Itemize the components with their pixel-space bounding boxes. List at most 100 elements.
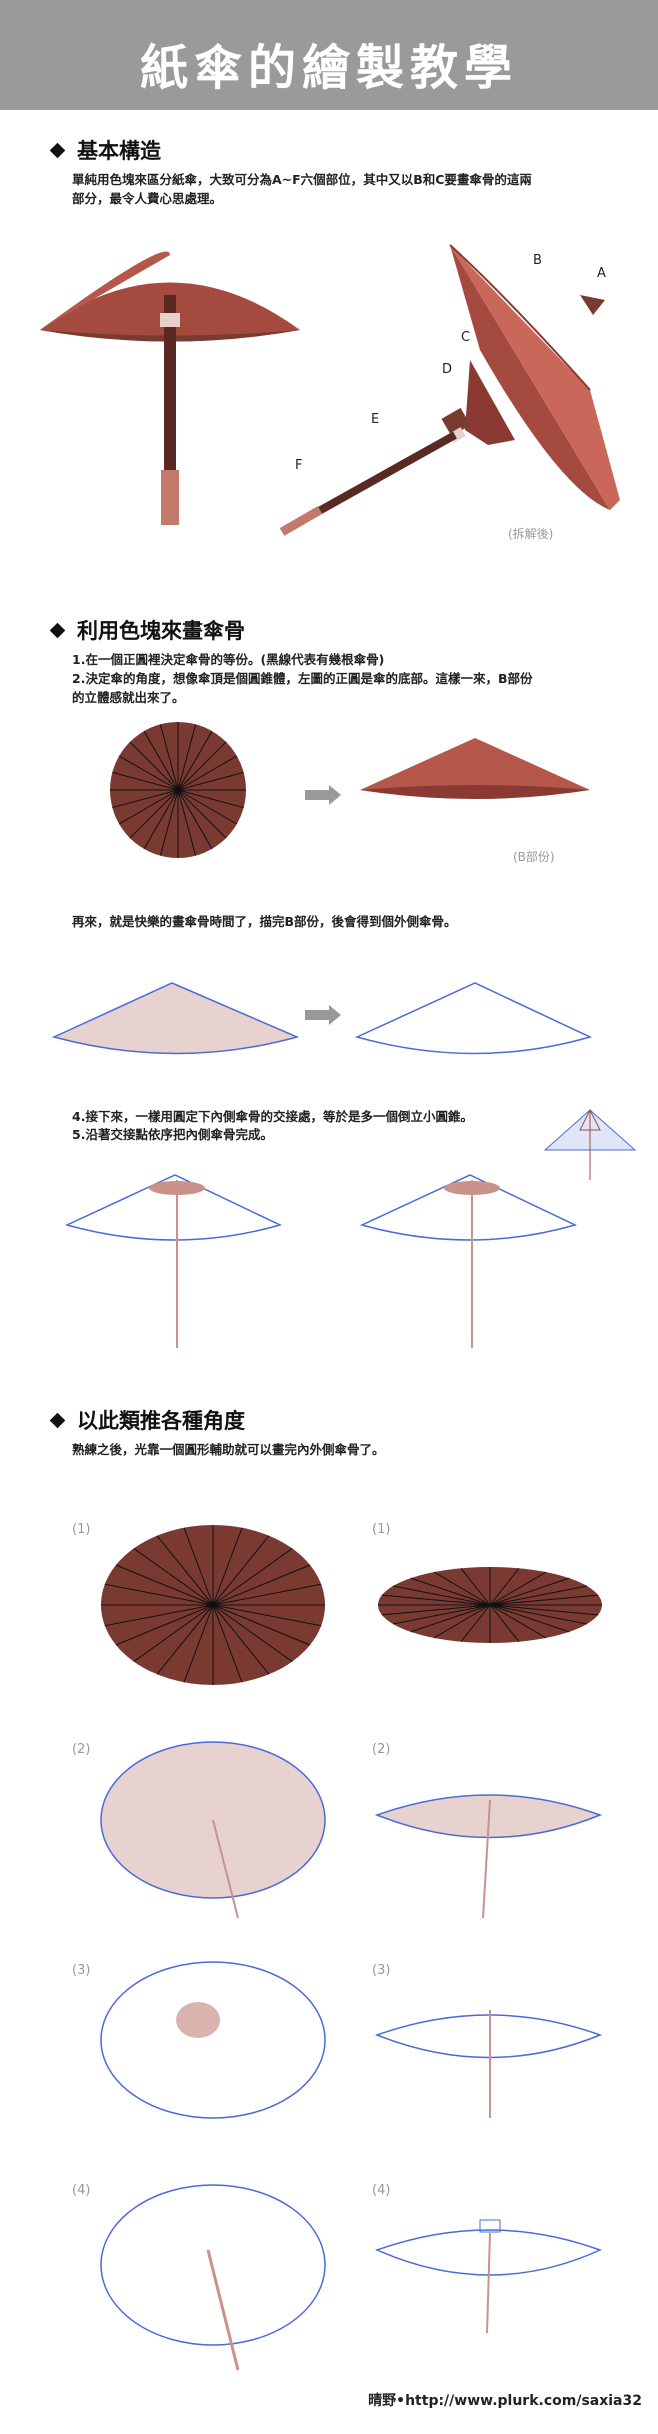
rib-line (212, 1604, 322, 1627)
part-label-f: F (295, 458, 303, 473)
rib-line (410, 1604, 491, 1633)
rib-line (489, 1604, 570, 1633)
step-label-3-left: (3) (72, 1963, 91, 1978)
canopy-sketch-4-left (100, 2184, 326, 2371)
part-label-e: E (371, 412, 380, 427)
rib-line (392, 1604, 491, 1625)
rib-line (156, 1535, 214, 1606)
rib-line (489, 1604, 547, 1639)
step-label-1-left: (1) (72, 1522, 91, 1537)
rib-line (460, 1567, 491, 1606)
inner-ribs-sketch-right (359, 1174, 578, 1348)
section-title-ribs: 利用色塊來畫傘骨 (49, 615, 245, 645)
rib-line (392, 1585, 491, 1606)
umbrella-assembled-illustration (40, 251, 300, 525)
cone-canopy-illustration (360, 738, 590, 799)
rib-line (118, 789, 179, 825)
rib-line (177, 789, 244, 809)
canopy-flat-view-1 (378, 1567, 602, 1643)
rib-line (212, 1548, 293, 1606)
rib-line (410, 1577, 491, 1606)
rib-line (212, 1604, 270, 1675)
rib-line (156, 1604, 214, 1675)
bullet-diamond-icon (49, 622, 66, 638)
rib-line (159, 724, 179, 791)
outer-ribs-sketch (354, 982, 593, 1055)
rib-line (104, 1583, 214, 1606)
rib-line (143, 730, 179, 791)
rib-line (133, 1548, 214, 1606)
canopy-sketch-2-left (100, 1741, 326, 1919)
section-text-structure-line1: 單純用色塊來區分紙傘，大致可分為A~F六個部位，其中又以B和C要畫傘骨的這兩 (72, 172, 532, 187)
section-title-structure: 基本構造 (49, 135, 161, 165)
outer-ribs-sketch-filled (51, 982, 300, 1055)
rib-line (212, 1604, 243, 1683)
rib-line (489, 1594, 599, 1606)
canopy-sketch-2-right (374, 1794, 603, 1919)
section-text-ribs-draw: 再來，就是快樂的畫傘骨時間了，描完B部份，後會得到個外側傘骨。 (72, 914, 457, 929)
rib-line (118, 755, 179, 791)
arrow-right-icon (305, 1005, 341, 1025)
rib-line (433, 1604, 491, 1639)
rib-line (112, 771, 179, 791)
rib-line (489, 1571, 547, 1606)
section-text-inner-line2: 5.沿著交接點依序把內側傘骨完成。 (72, 1127, 273, 1142)
rib-line (212, 1535, 270, 1606)
section-title-text: 利用色塊來畫傘骨 (77, 619, 245, 643)
inner-cone-diagram (543, 1108, 637, 1180)
rib-line (381, 1604, 491, 1616)
inner-ribs-sketch-left (64, 1174, 283, 1348)
step-label-4-right: (4) (372, 2183, 391, 2198)
rib-line (177, 789, 227, 839)
rib-line (177, 755, 238, 791)
rib-line (489, 1604, 599, 1616)
section-title-text: 以此類推各種角度 (77, 1409, 245, 1433)
step-label-2-right: (2) (372, 1742, 391, 1757)
section-text-angles: 熟練之後，光靠一個圓形輔助就可以畫完內外側傘骨了。 (72, 1442, 385, 1457)
step-label-1-right: (1) (372, 1522, 391, 1537)
section-title-text: 基本構造 (77, 139, 161, 163)
rib-line (212, 1583, 322, 1606)
part-label-b: B (533, 253, 542, 268)
circle-ribs-illustration (110, 722, 246, 858)
rib-line (433, 1571, 491, 1606)
rib-line (460, 1604, 491, 1643)
rib-line (177, 741, 227, 791)
rib-line (381, 1594, 491, 1606)
rib-line (183, 1527, 214, 1606)
section-text-ribs-line2: 2.決定傘的角度，想像傘頂是個圓錐體，左圖的正圓是傘的底部。這樣一來，B部份 (72, 671, 533, 686)
rib-line (489, 1604, 520, 1643)
rib-line (489, 1577, 570, 1606)
section-text-inner-line1: 4.接下來，一樣用圓定下內側傘骨的交接處，等於是多一個倒立小圓錐。 (72, 1109, 473, 1124)
rib-line (143, 789, 179, 850)
title-banner: 紙傘的繪製教學 (0, 0, 658, 110)
part-label-c: C (461, 330, 471, 345)
canopy-sketch-4-right (374, 2219, 602, 2334)
bullet-diamond-icon (49, 1412, 66, 1428)
step-label-3-right: (3) (372, 1963, 391, 1978)
rib-line (212, 1604, 293, 1662)
section-title-angles: 以此類推各種角度 (49, 1405, 245, 1435)
rib-line (489, 1567, 520, 1606)
umbrella-exploded-illustration (279, 244, 620, 536)
rib-line (177, 730, 213, 791)
rib-line (177, 789, 238, 825)
rib-line (115, 1604, 214, 1646)
rib-line (212, 1564, 311, 1606)
note-exploded: (拆解後) (508, 527, 554, 541)
section-text-ribs-line3: 的立體感就出來了。 (72, 690, 185, 705)
rib-line (489, 1585, 588, 1606)
rib-line (489, 1604, 588, 1625)
rib-line (129, 789, 179, 839)
part-label-a: A (597, 266, 606, 281)
footer-credit: 晴野•http://www.plurk.com/saxia32 (368, 2393, 642, 2409)
rib-line (212, 1604, 311, 1646)
rib-line (133, 1604, 214, 1662)
section-text-ribs-line1: 1.在一個正圓裡決定傘骨的等份。(黑線代表有幾根傘骨) (72, 652, 385, 667)
rib-line (183, 1604, 214, 1683)
rib-line (112, 789, 179, 809)
bullet-diamond-icon (49, 142, 66, 158)
step-label-2-left: (2) (72, 1742, 91, 1757)
rib-line (177, 789, 213, 850)
canopy-sketch-3-left (100, 1961, 326, 2119)
